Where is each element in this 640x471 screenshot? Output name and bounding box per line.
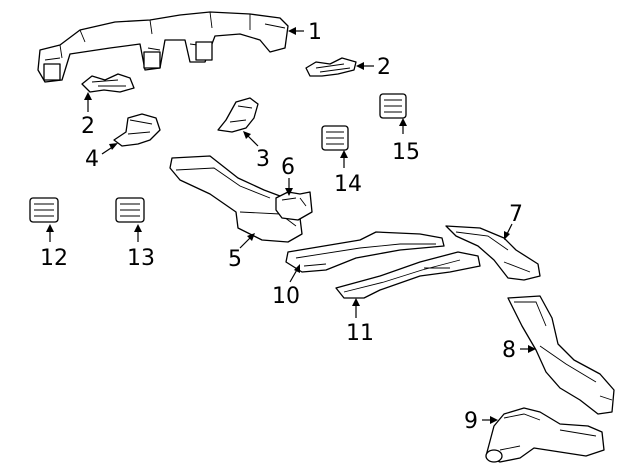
callout-14-label: 14 [334, 172, 362, 197]
callout-12-label: 12 [40, 246, 68, 271]
callout-7: 7 [504, 202, 523, 240]
callout-3-label: 3 [256, 147, 270, 172]
callout-2-right: 2 [356, 55, 391, 80]
callout-10: 10 [272, 264, 300, 309]
part-2-bracket-left [81, 73, 135, 93]
callout-9-label: 9 [464, 409, 478, 434]
callout-11-label: 11 [346, 321, 374, 346]
callout-6-label: 6 [281, 155, 295, 180]
callout-5-label: 5 [228, 247, 242, 272]
callout-4-label: 4 [85, 147, 99, 172]
part-7-duct [445, 225, 541, 281]
part-1-main-duct [37, 11, 289, 83]
part-9-outlet-duct [485, 407, 605, 463]
callout-5: 5 [228, 233, 255, 272]
callout-7-label: 7 [509, 202, 523, 227]
part-14-vent [321, 125, 349, 151]
part-6-connector [275, 191, 313, 221]
part-4-duct-elbow [113, 113, 161, 147]
callout-2-left: 2 [81, 92, 95, 139]
callout-3: 3 [243, 131, 270, 172]
callout-2-right-label: 2 [377, 55, 391, 80]
callout-4: 4 [85, 143, 118, 172]
part-3-duct-elbow [217, 97, 259, 133]
part-13-vent [115, 197, 145, 223]
part-2-bracket-right [305, 57, 357, 77]
part-15-vent [379, 93, 407, 119]
callout-2-left-label: 2 [81, 114, 95, 139]
callout-10-label: 10 [272, 284, 300, 309]
callout-1-label: 1 [308, 20, 322, 45]
part-12-vent [29, 197, 59, 223]
callout-15: 15 [392, 118, 420, 165]
callout-12: 12 [40, 224, 68, 271]
callout-11: 11 [346, 298, 374, 346]
callout-8-label: 8 [502, 338, 516, 363]
callout-6: 6 [281, 155, 295, 196]
callout-13-label: 13 [127, 246, 155, 271]
callout-13: 13 [127, 224, 155, 271]
callout-9: 9 [464, 409, 498, 434]
callout-14: 14 [334, 150, 362, 197]
callout-15-label: 15 [392, 140, 420, 165]
callout-1: 1 [288, 20, 322, 45]
part-8-rear-floor-duct [507, 295, 615, 415]
part-11-rear-duct [335, 251, 481, 299]
callout-8: 8 [502, 338, 536, 363]
